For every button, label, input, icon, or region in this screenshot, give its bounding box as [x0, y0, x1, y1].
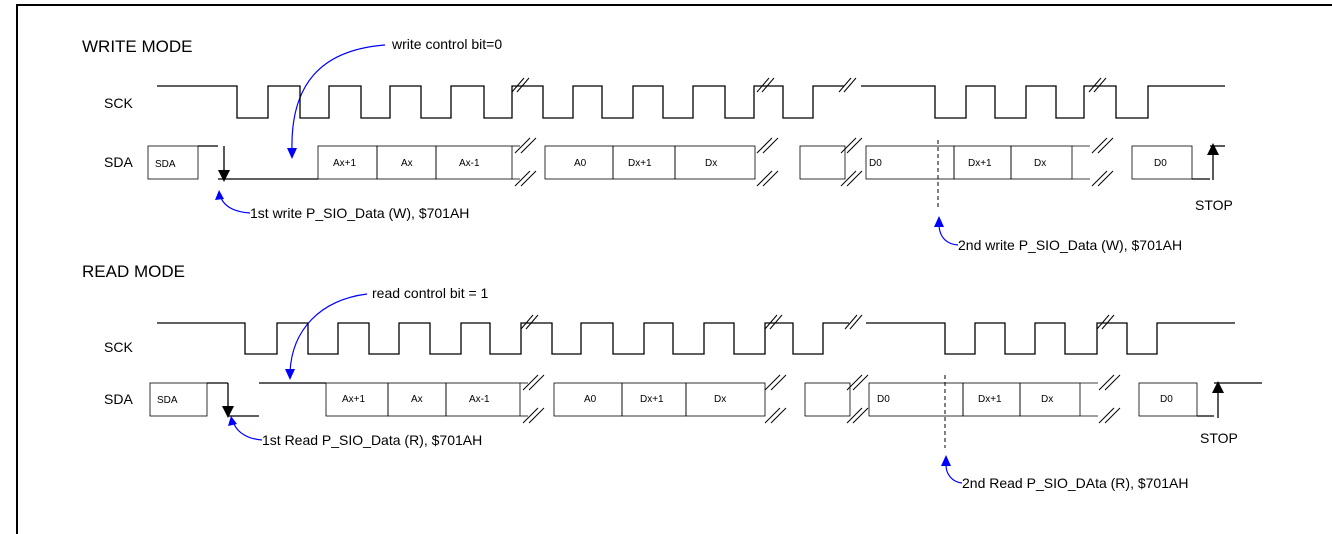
write-mode-title: WRITE MODE	[82, 37, 193, 56]
read-cell: Ax	[411, 394, 423, 405]
read-cell: Ax+1	[342, 394, 366, 405]
write-first-note-arrow	[215, 190, 251, 214]
timing-diagram: WRITE MODE write control bit=0 SCK SDA	[82, 36, 1262, 491]
read-second-note: 2nd Read P_SIO_DAta (R), $701AH	[962, 475, 1188, 491]
read-sck-breaks	[520, 314, 1115, 330]
write-sda-label: SDA	[104, 154, 133, 170]
read-start-arrow-icon	[222, 383, 234, 418]
write-stop-label: STOP	[1195, 197, 1233, 213]
diagram-frame	[16, 4, 1332, 534]
read-mode-section: READ MODE read control bit = 1 SCK SDA	[82, 262, 1262, 491]
write-cell: Ax-1	[459, 158, 480, 169]
read-cell: D0	[1160, 394, 1173, 405]
read-control-note: read control bit = 1	[372, 285, 489, 301]
write-cell: Dx	[705, 158, 717, 169]
write-cell: Ax+1	[333, 158, 357, 169]
read-cell: Dx+1	[640, 394, 664, 405]
write-control-arrow	[287, 44, 386, 159]
read-stop-label: STOP	[1200, 430, 1238, 446]
write-mode-section: WRITE MODE write control bit=0 SCK SDA	[82, 36, 1233, 253]
write-sck-label: SCK	[104, 95, 133, 111]
write-sda-initial: SDA	[155, 159, 176, 170]
read-first-note-arrow	[228, 416, 263, 441]
read-cell: A0	[584, 394, 597, 405]
write-sck-breaks	[511, 77, 1107, 93]
read-cell: D0	[877, 394, 890, 405]
write-first-note: 1st write P_SIO_Data (W), $701AH	[250, 205, 469, 221]
write-cell: Ax	[401, 158, 413, 169]
write-cell: Dx	[1034, 158, 1046, 169]
read-mode-title: READ MODE	[82, 262, 185, 281]
read-sda-bus	[149, 374, 1262, 424]
write-sda-bus	[147, 137, 1225, 187]
write-second-note: 2nd write P_SIO_Data (W), $701AH	[958, 237, 1182, 253]
write-second-note-arrow	[934, 216, 959, 246]
read-sck-wave	[157, 322, 849, 355]
read-control-arrow	[285, 293, 368, 380]
read-cell: Dx	[1041, 394, 1053, 405]
write-cell: D0	[869, 158, 882, 169]
write-control-note: write control bit=0	[391, 36, 502, 52]
read-first-note: 1st Read P_SIO_Data (R), $701AH	[262, 432, 482, 448]
read-sda-label: SDA	[104, 391, 133, 407]
write-stop-arrow-icon	[1207, 143, 1219, 180]
read-cell: Dx	[714, 394, 726, 405]
write-cell: D0	[1154, 158, 1167, 169]
write-cell: Dx+1	[968, 158, 992, 169]
read-cell: Ax-1	[469, 394, 490, 405]
write-start-arrow-icon	[218, 146, 230, 182]
read-sda-initial: SDA	[157, 395, 178, 406]
read-second-note-arrow	[941, 455, 963, 484]
read-cell: Dx+1	[978, 394, 1002, 405]
write-sck-wave	[157, 85, 844, 119]
read-stop-arrow-icon	[1212, 381, 1224, 418]
read-sck-label: SCK	[104, 339, 133, 355]
write-cell: A0	[574, 158, 587, 169]
write-cell: Dx+1	[628, 158, 652, 169]
